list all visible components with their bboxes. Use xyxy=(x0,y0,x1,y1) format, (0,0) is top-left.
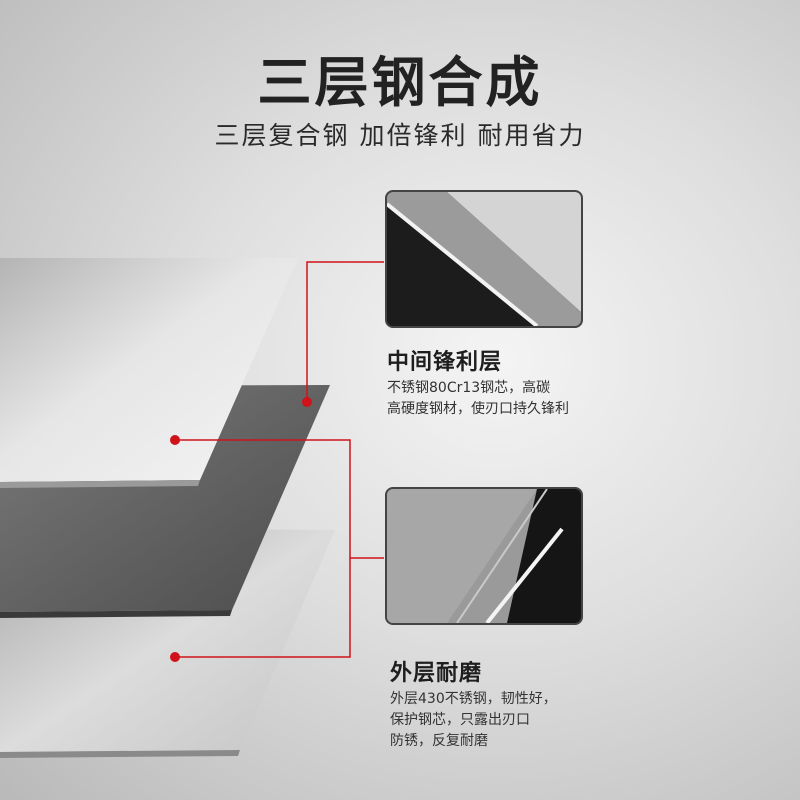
outer-layer-marker-dot-top xyxy=(170,435,180,445)
middle-layer-connector-line xyxy=(306,261,384,402)
outer-layer-connector-line-bottom xyxy=(175,558,351,658)
blade-closeup-outer-photo xyxy=(385,487,583,625)
page-subtitle: 三层复合钢 加倍锋利 耐用省力 xyxy=(214,121,586,150)
outer-layer-title: 外层耐磨 xyxy=(390,661,483,686)
outer-layer-description: 外层430不锈钢，韧性好， 保护钢芯，只露出刃口 防锈，反复耐磨 xyxy=(390,691,557,749)
middle-layer-description: 不锈钢80Cr13钢芯，高碳 高硬度钢材，使刃口持久锋利 xyxy=(387,380,569,417)
top-outer-steel-plate xyxy=(0,258,298,482)
outer-layer-connector-line-top xyxy=(175,439,384,559)
middle-layer-marker-dot xyxy=(302,397,312,407)
middle-layer-title: 中间锋利层 xyxy=(387,350,503,375)
page-title: 三层钢合成 xyxy=(257,51,543,114)
outer-layer-marker-dot-bottom xyxy=(170,652,180,662)
blade-closeup-core-photo xyxy=(385,190,583,328)
